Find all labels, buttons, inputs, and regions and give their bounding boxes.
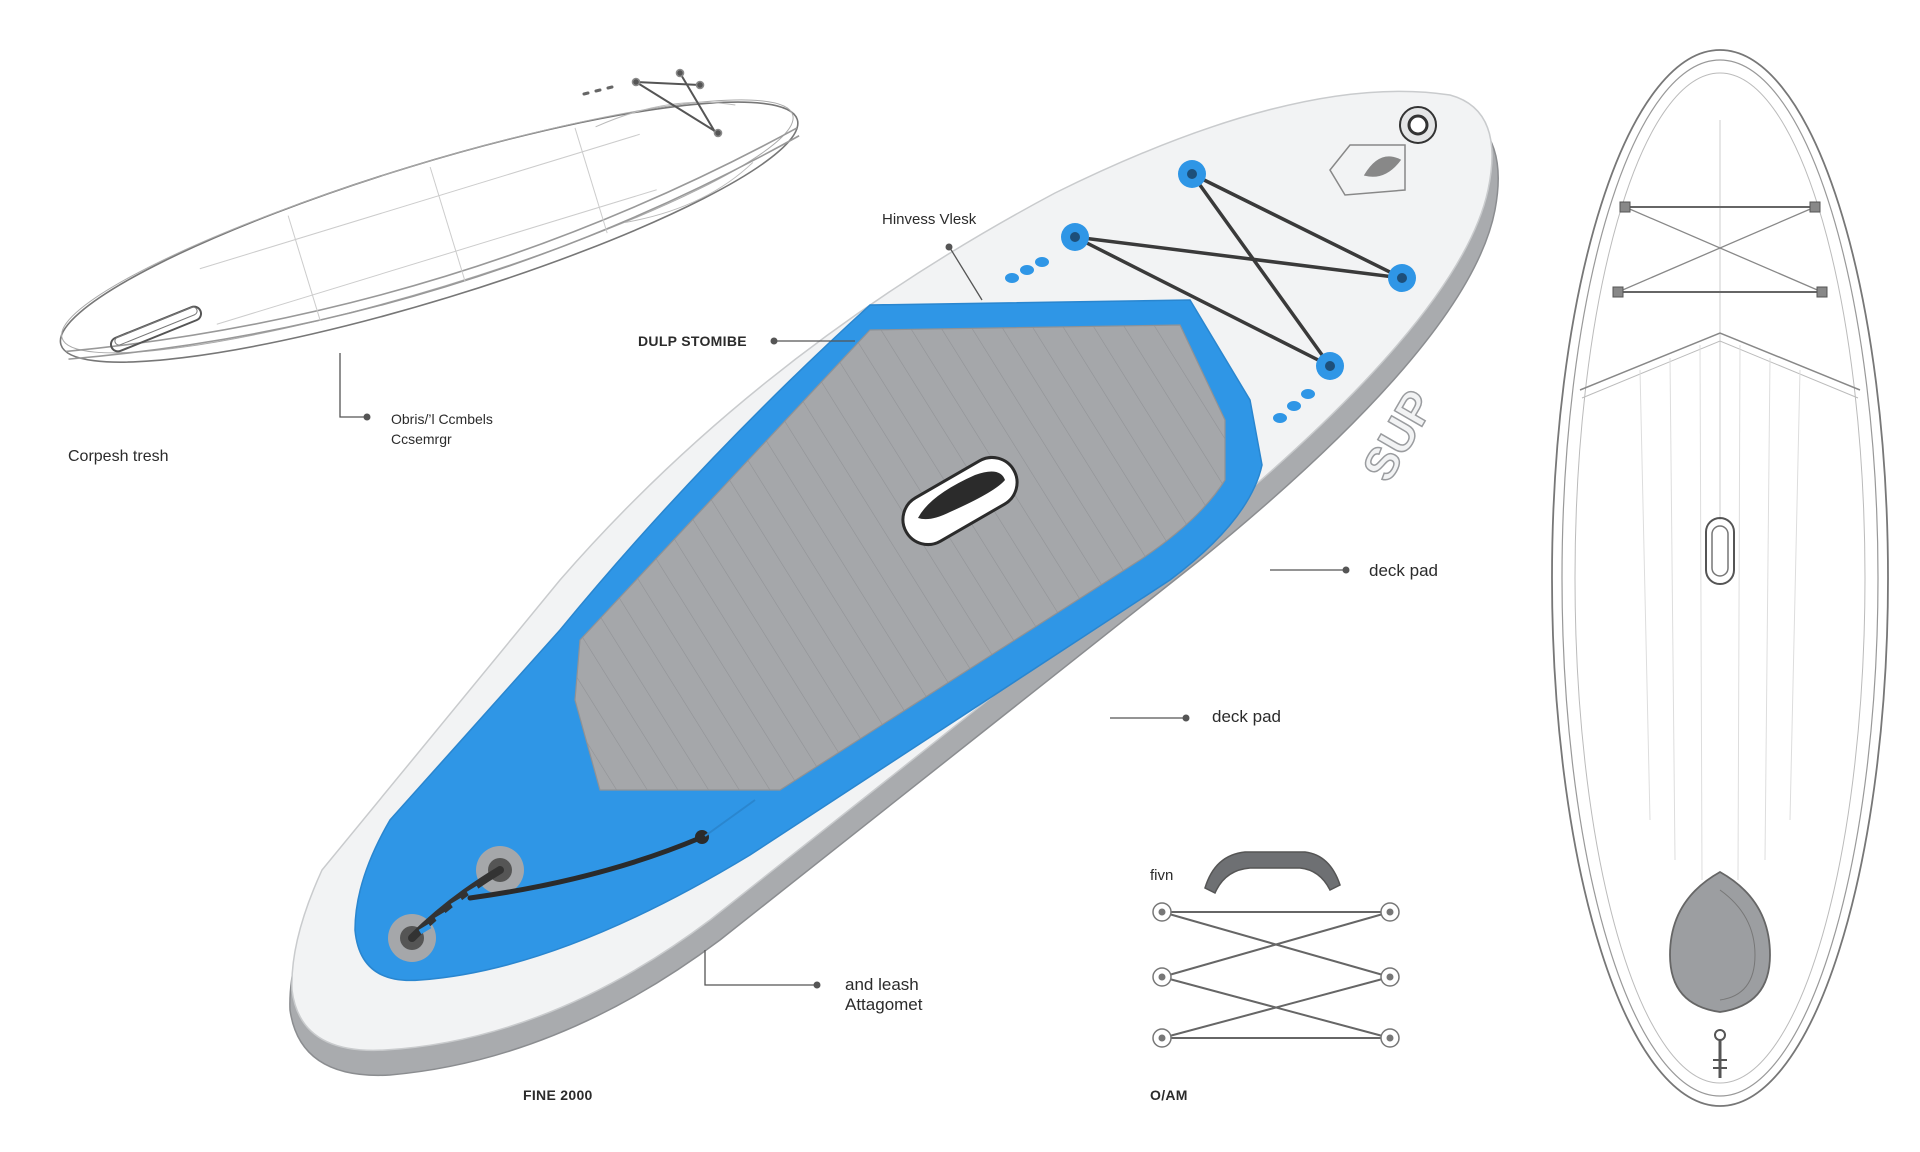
caption-main-board: FINE 2000 bbox=[523, 1087, 593, 1103]
callout-rail-lower: deck pad bbox=[1212, 707, 1281, 726]
leader-board-center bbox=[339, 353, 366, 418]
leash-attachment bbox=[388, 799, 756, 962]
left-perspective-board bbox=[59, 68, 800, 363]
callout-rail-upper: deck pad bbox=[1369, 561, 1438, 580]
deck-dots bbox=[1005, 257, 1315, 423]
leader-dots bbox=[770, 243, 1350, 989]
leader-lines bbox=[704, 247, 1345, 986]
caption-left-board: Corpesh tresh bbox=[68, 448, 169, 465]
callout-tail-leash-line2: Attagomet bbox=[845, 995, 923, 1014]
caption-detail: O/AM bbox=[1150, 1087, 1188, 1103]
callout-board-center-line1: Obris/’l Ccmbels bbox=[391, 411, 493, 427]
callout-fin-detail: fivn bbox=[1150, 867, 1174, 884]
bungee-cords bbox=[1073, 172, 1404, 368]
bungee-anchors bbox=[1061, 160, 1416, 380]
callout-top-view-handle: Hinvess Vlesk bbox=[882, 211, 977, 228]
air-valve bbox=[1399, 106, 1437, 144]
callout-deck-side: DULP STOMIBE bbox=[638, 333, 747, 349]
fin-detail bbox=[1152, 851, 1400, 1048]
right-top-view-board bbox=[1551, 49, 1889, 1107]
leader-dot bbox=[363, 413, 371, 421]
callout-tail-leash: and leash Attagomet bbox=[845, 975, 923, 1015]
callout-board-center-line2: Ccsemrgr bbox=[391, 431, 452, 447]
callout-board-center: Obris/’l Ccmbels Ccsemrgr bbox=[391, 409, 493, 449]
main-board: SUP bbox=[289, 90, 1499, 1077]
carry-handle bbox=[901, 456, 1019, 546]
callout-tail-leash-line1: and leash bbox=[845, 975, 919, 994]
logo-mark bbox=[1329, 144, 1406, 196]
